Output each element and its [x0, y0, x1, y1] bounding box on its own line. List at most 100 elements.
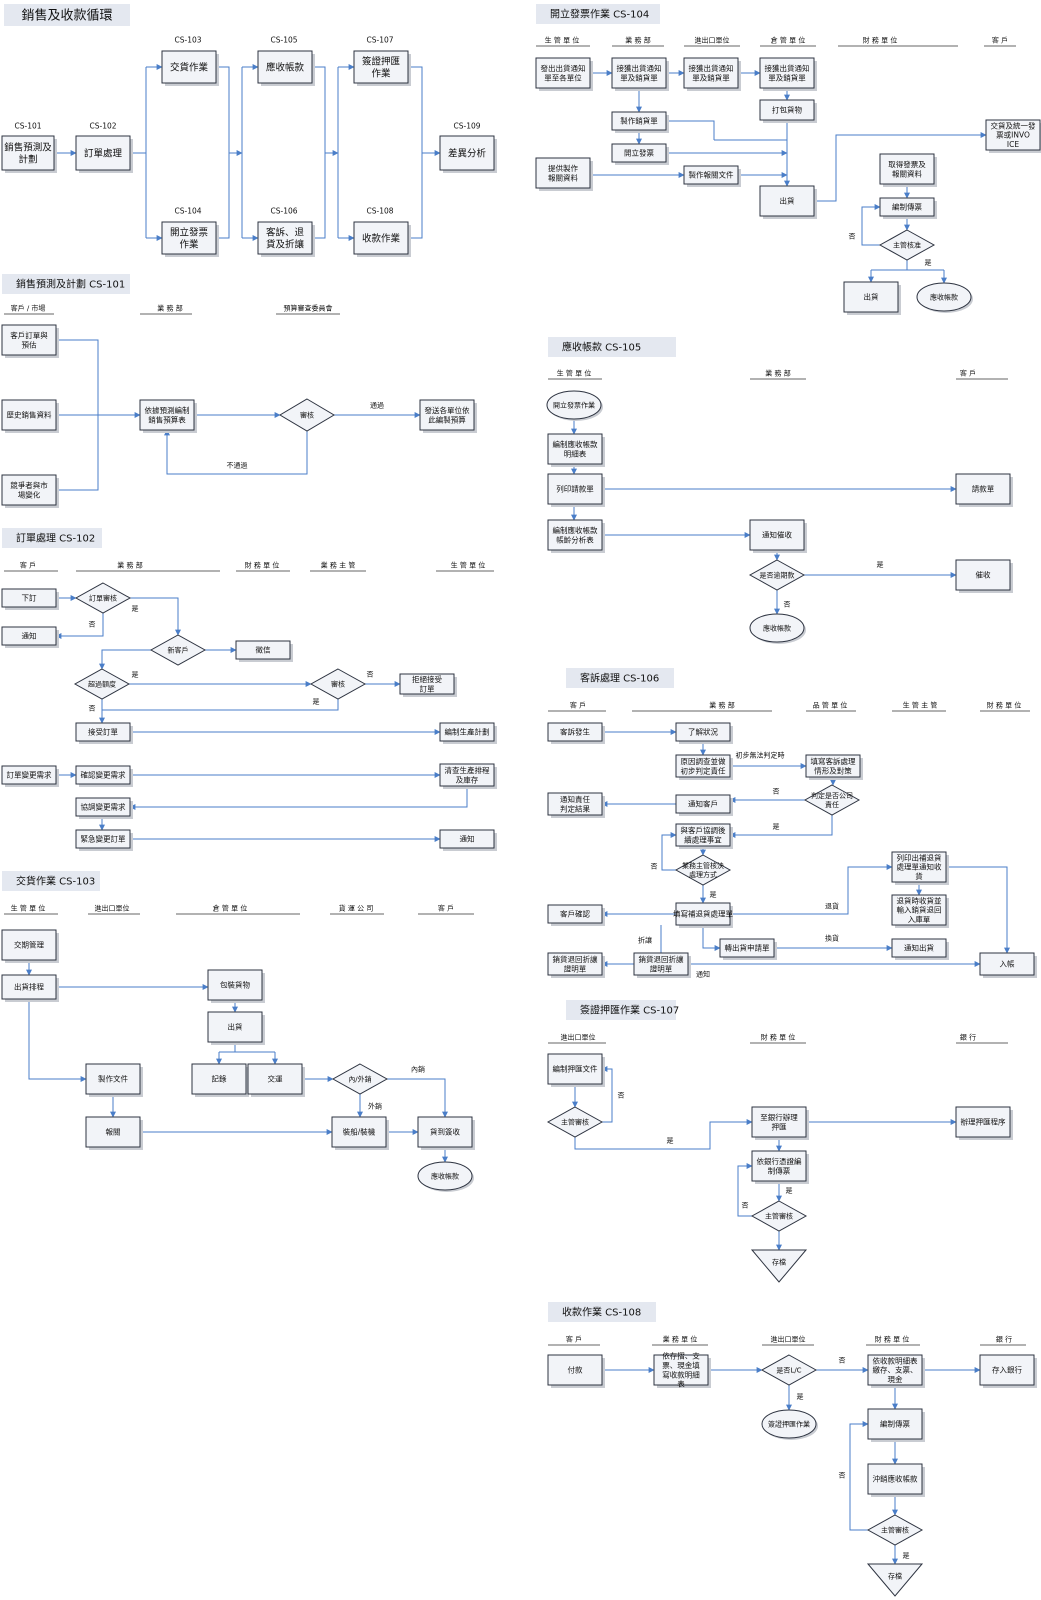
process-box-label: 客戶訂單與預估 [10, 330, 48, 349]
swimlane-label: 生 管 單 位 [545, 35, 580, 44]
flow-label: 否 [839, 1356, 846, 1364]
process-box-label: 交期管理 [14, 940, 44, 950]
flow-arrow [130, 597, 181, 636]
flow-label: 換貨 [825, 933, 839, 942]
process-box [879, 153, 935, 185]
process-code: CS-105 [270, 36, 297, 45]
decision-diamond [748, 559, 806, 591]
process-box [751, 1150, 807, 1182]
process-box-label: 差異分析 [448, 147, 487, 159]
process-box-label: 填寫補退貨處理單 [673, 909, 733, 919]
process-box-label: 收款作業 [362, 232, 401, 244]
process-box-label: 徵信 [256, 645, 271, 655]
decision-label: 是否逾期款 [760, 570, 795, 579]
process-box [547, 904, 603, 924]
process-box-label: 請款單 [972, 484, 995, 494]
flow-arrow [55, 613, 104, 639]
swimlane-label: 財 務 單 位 [875, 1334, 910, 1343]
flow-label: 退貨 [825, 901, 839, 910]
terminator-ellipse [417, 1161, 473, 1191]
decision-diamond [73, 668, 131, 700]
process-box-label: 依收款明細表繳存、支票、現金 [873, 1355, 918, 1384]
process-code: CS-107 [366, 36, 393, 45]
flow-arrow [814, 132, 987, 202]
process-box [719, 938, 775, 958]
swimlane-label: 業 務 部 [765, 368, 790, 377]
flow-label: 是 [667, 1136, 674, 1144]
process-box [75, 765, 131, 785]
swimlane-label: 進出口單位 [771, 1334, 806, 1343]
flow-label: 否 [367, 670, 374, 678]
decision-label: 內/外銷 [348, 1074, 371, 1083]
section-header [2, 274, 130, 294]
flow-label: 否 [618, 1091, 625, 1099]
swimlane-label: 品 管 單 位 [813, 700, 848, 709]
process-box-label: 編制應收帳款明細表 [553, 439, 598, 458]
process-box-label: 編制應收帳款帳齡分析表 [553, 525, 598, 544]
flow-label: 否 [742, 1201, 749, 1209]
swimlane-label: 生 管 單 位 [11, 903, 46, 912]
process-box-label: 拒絕接受訂單 [412, 674, 442, 693]
process-box-label: 提供製作報關資料 [548, 163, 578, 182]
process-box [955, 473, 1011, 505]
process-box-label: 裝船/裝機 [343, 1127, 376, 1137]
process-box [547, 433, 603, 465]
process-code: CS-104 [174, 207, 201, 216]
process-box [979, 952, 1035, 976]
process-box [751, 1106, 807, 1138]
process-box-label: 編制押匯文件 [553, 1064, 598, 1074]
process-box-label: 記錄 [212, 1074, 227, 1084]
flow-label: 是 [773, 822, 780, 830]
process-box-label: 列印出補退貨處理單通知收貨 [897, 852, 942, 881]
process-box [399, 673, 455, 695]
archive-label: 存檔 [888, 1572, 902, 1581]
process-box-label: 開立發票 [624, 148, 654, 158]
archive-triangle [866, 1563, 924, 1597]
process-box [547, 722, 603, 742]
flow-arrow [861, 204, 881, 246]
process-box [749, 519, 805, 551]
flow-label: 是 [132, 670, 139, 678]
flow-arrow [312, 66, 326, 239]
section-header [566, 668, 674, 688]
swimlane-label: 貨 運 公 司 [339, 903, 374, 912]
process-box-label: 銷貨退回折讓證明單 [639, 954, 684, 973]
process-box [867, 1354, 923, 1386]
process-box [675, 754, 731, 778]
process-code: CS-109 [453, 122, 480, 131]
process-box [1, 474, 57, 506]
archive-triangle [750, 1249, 808, 1283]
terminator-ellipse [546, 390, 602, 420]
process-box [75, 135, 131, 171]
flow-label: 是 [877, 560, 884, 568]
process-box [879, 197, 935, 217]
main-title-bar [4, 4, 130, 26]
process-box [675, 823, 731, 847]
process-box [353, 221, 409, 255]
process-box [257, 50, 313, 84]
swimlane-label: 客 戶 [566, 1334, 582, 1343]
decision-label: 超過額度 [88, 679, 116, 688]
flow-label: 是 [903, 1551, 910, 1559]
process-box [985, 119, 1041, 151]
process-box-label: 與客戶協調後續處理事宜 [681, 825, 726, 844]
process-box [439, 135, 495, 171]
process-box [611, 57, 667, 89]
process-box-label: 退貨時收貨並輸入銷貨退回入庫單 [897, 895, 942, 924]
swimlane-label: 客 戶 [992, 35, 1008, 44]
process-box-label: 列印請款單 [556, 484, 594, 494]
section-header [548, 1302, 656, 1322]
process-box-label: 轉出貨申請單 [725, 943, 770, 953]
process-box [683, 165, 739, 185]
process-box [161, 50, 217, 84]
decision-label: 主管審核 [765, 1211, 793, 1220]
swimlane-label: 客 戶 [570, 700, 586, 709]
flow-arrow [574, 1119, 753, 1150]
process-box [1, 765, 57, 785]
process-box-label: 通知 [22, 631, 37, 641]
process-box [633, 952, 689, 976]
terminator-label: 開立發票作業 [553, 400, 595, 409]
swimlane-label: 銀 行 [996, 1334, 1012, 1343]
process-box-label: 通知客戶 [688, 799, 718, 809]
process-box [331, 1116, 387, 1148]
